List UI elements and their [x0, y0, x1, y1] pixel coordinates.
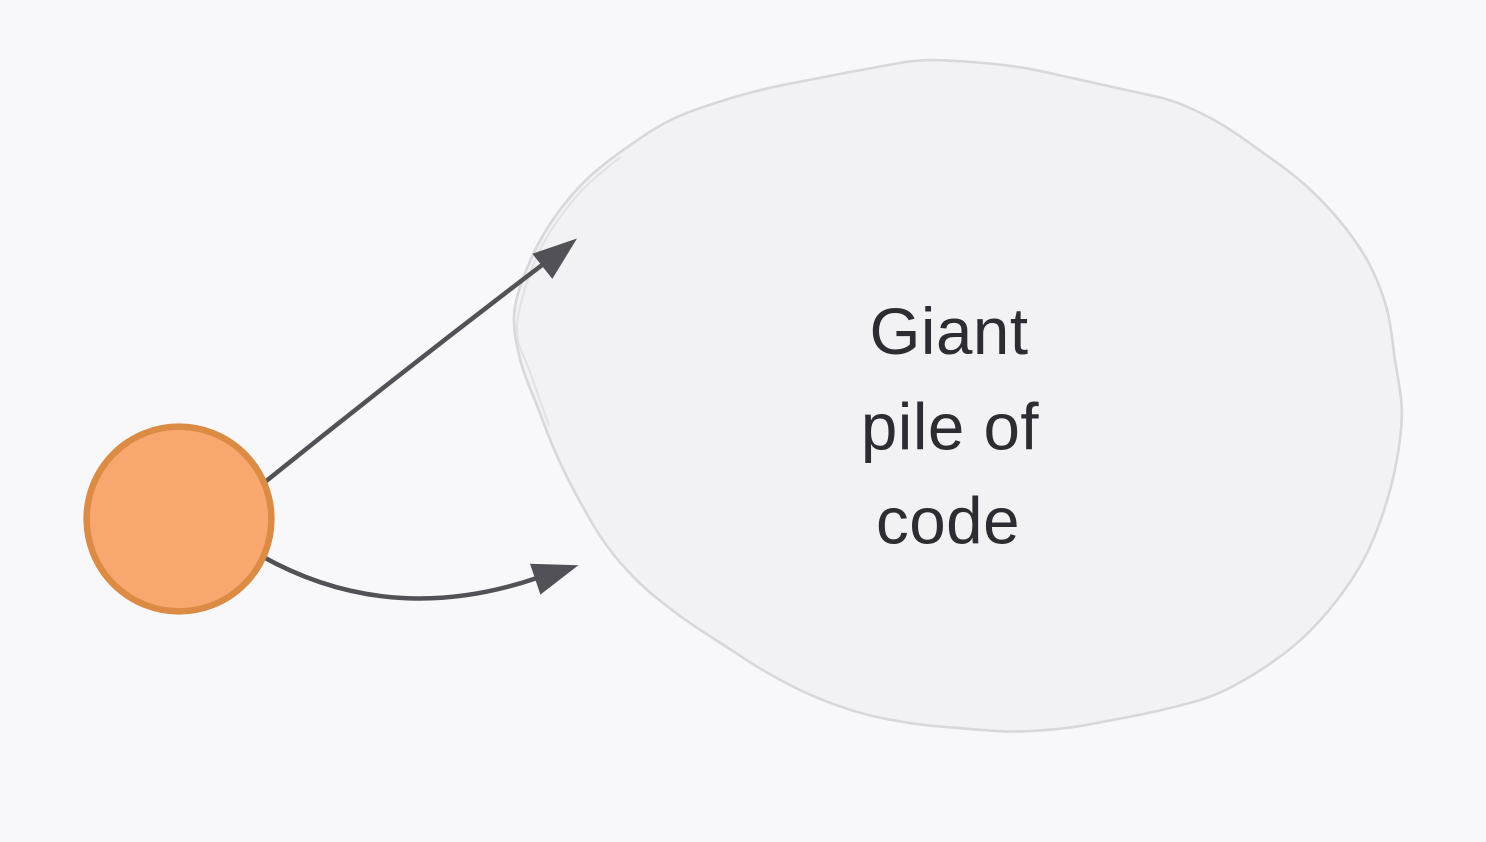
svg-text:code: code — [876, 485, 1020, 558]
svg-text:Giant: Giant — [869, 295, 1028, 368]
svg-text:pile of: pile of — [861, 391, 1040, 464]
